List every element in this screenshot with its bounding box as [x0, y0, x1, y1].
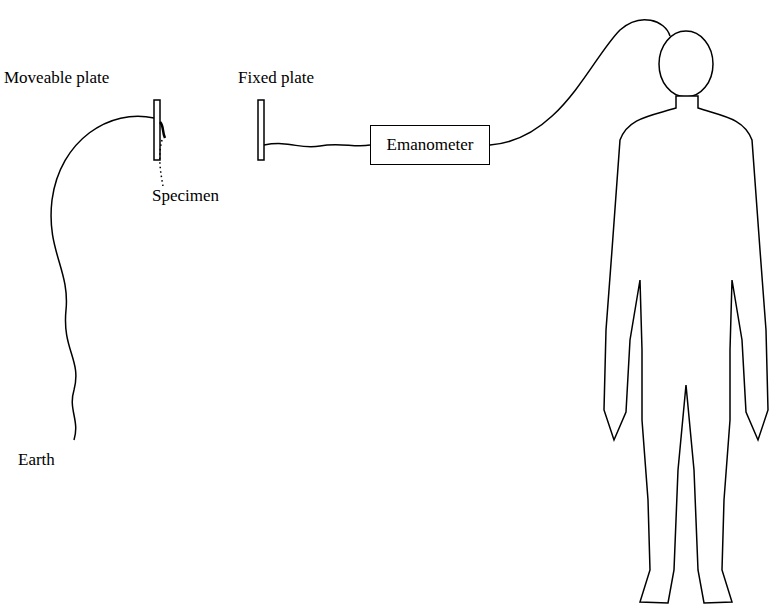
part-label: Fixed plate	[236, 68, 316, 88]
instrument-box: Emanometer	[370, 125, 490, 165]
fixed-plate	[258, 100, 264, 160]
box-label: Emanometer	[387, 135, 474, 155]
part-label: Earth	[16, 450, 57, 470]
part-label: Specimen	[150, 186, 221, 206]
signal-wire	[264, 144, 370, 147]
moveable-plate	[154, 100, 160, 160]
leader-line	[160, 140, 163, 186]
human-head	[659, 31, 713, 97]
earth-wire	[51, 116, 154, 440]
part-label: Moveable plate	[2, 68, 111, 88]
specimen	[160, 122, 165, 138]
human-figure	[604, 96, 768, 603]
